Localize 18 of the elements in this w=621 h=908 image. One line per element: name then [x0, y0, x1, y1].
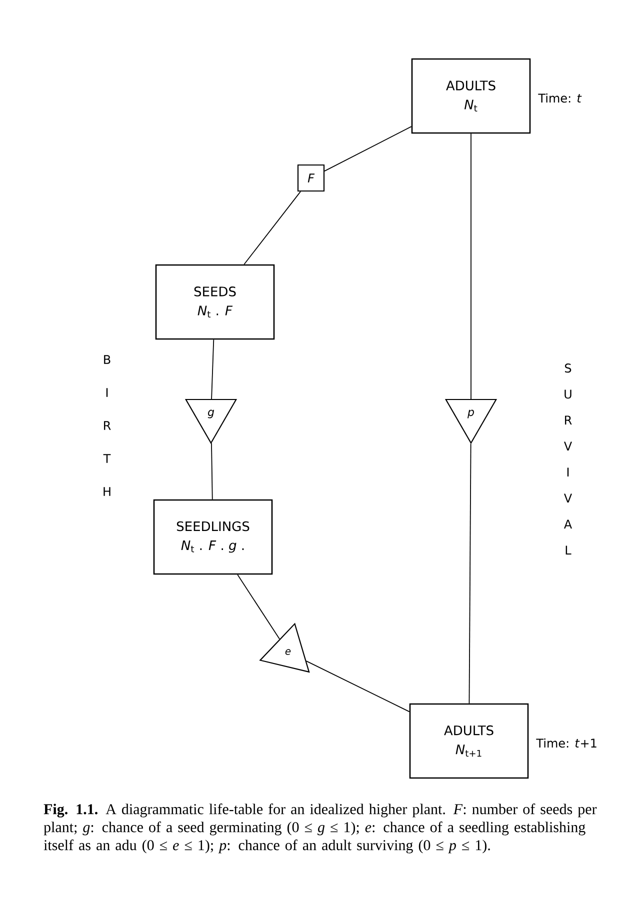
vertical-label: BIRTH: [103, 355, 111, 496]
stage-box: SEEDS N$_{t}$ . F: [155, 264, 275, 340]
connector-line: [211, 339, 214, 400]
caption: Fig. 1.1. A diagrammatic life-table for an idealized higher plant. F: number of seeds per plant; g: chance of a seed germinating (0 ≤ g ≤ 1); e: chance of a seedling establishing itself as an adu (0 ≤ e ≤ 1); p: chance of an adult surviving (0 ≤ p ≤ 1).: [44, 804, 597, 854]
connector-line: [306, 660, 410, 712]
factor-square: F: [297, 164, 325, 192]
connector-line: [470, 133, 472, 400]
stage-box: ADULTS N$_{t}$: [411, 58, 531, 134]
time-label: Time: t+1: [536, 738, 596, 748]
connector-line: [237, 574, 280, 640]
stage-box: ADULTS N$_{t+1}$: [409, 703, 529, 779]
connector-line: [468, 443, 472, 704]
time-label: Time: t: [538, 93, 582, 103]
connector-line: [211, 442, 213, 500]
connector-line: [244, 191, 301, 265]
connector-line: [324, 126, 412, 172]
vertical-label: SURVIVAL: [564, 364, 572, 554]
stage-box: SEEDLINGS N$_{t}$ . F . g .: [153, 499, 273, 575]
